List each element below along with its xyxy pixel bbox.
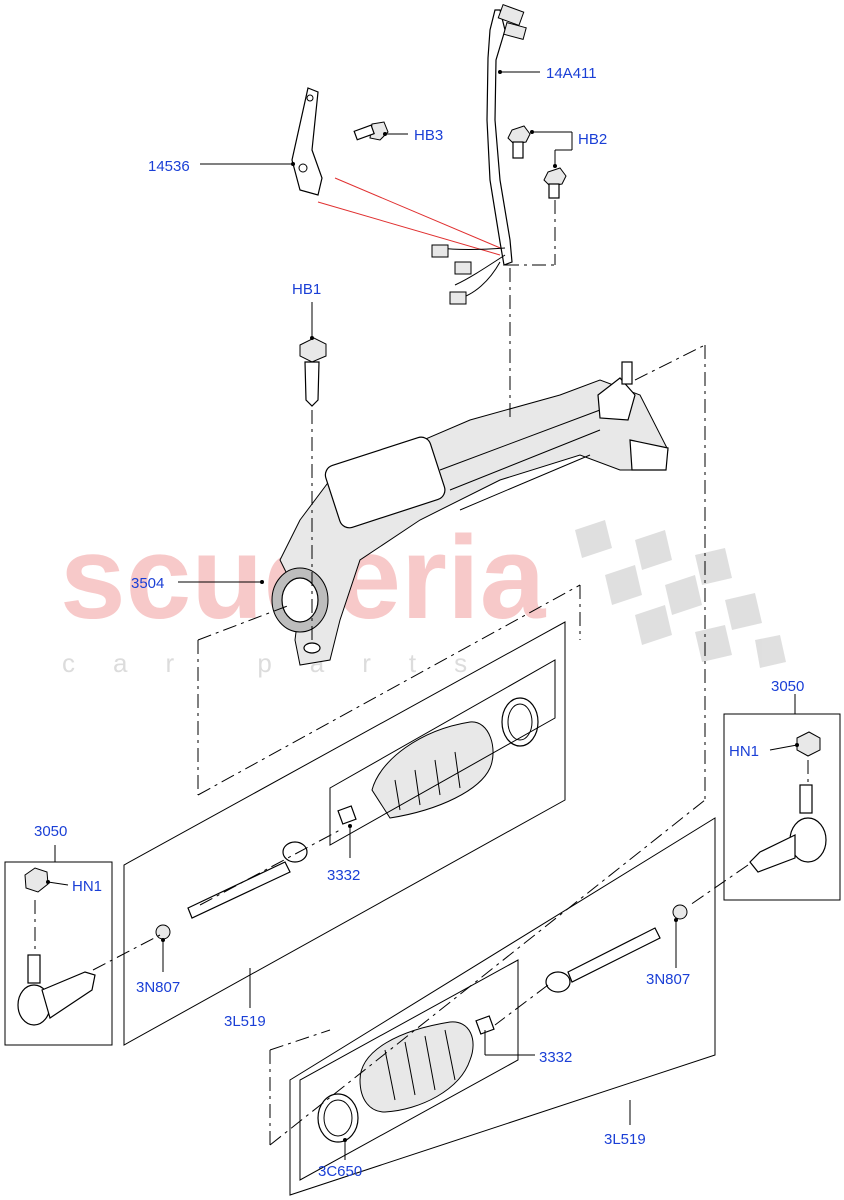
frame-3l519-right: [289, 817, 716, 1196]
part-frames: [4, 621, 841, 1196]
label-gear-assembly: 3504: [131, 575, 164, 592]
checkered-flag-logo: [575, 520, 786, 668]
watermark-tagline: car parts: [62, 648, 505, 678]
label-inner-tie-rod-right: 3L519: [604, 1131, 646, 1148]
label-clip: 3C650: [318, 1163, 362, 1180]
label-boot-upper: 3332: [327, 867, 360, 884]
label-inner-tie-rod-left: 3L519: [224, 1013, 266, 1030]
label-tie-rod-end-left: 3050: [34, 823, 67, 840]
inner-tie-rod-left: [155, 841, 308, 940]
boot-assembly-upper: [337, 697, 539, 825]
label-nut-hn1-left: HN1: [72, 878, 102, 895]
watermark: scuderia car parts: [60, 512, 786, 678]
frame-3332-lower: [299, 959, 519, 1181]
bolt-hb3: [353, 121, 389, 141]
leader-lines: [46, 70, 799, 1160]
harness-connector-2: [454, 261, 472, 275]
steering-gear-assembly: [271, 361, 669, 666]
frame-3l519-left: [123, 621, 566, 1046]
label-bolt-hb1: HB1: [292, 281, 321, 298]
frame-3332-upper: [329, 659, 556, 846]
label-bolt-hb3: HB3: [414, 127, 443, 144]
bolt-hb2-upper: [507, 125, 531, 159]
label-bolt-hb2: HB2: [578, 131, 607, 148]
wiring-harness: [431, 4, 527, 305]
harness-connector-1: [431, 244, 449, 258]
label-harness: 14A411: [546, 65, 597, 82]
harness-connector-3: [449, 291, 467, 305]
tie-rod-end-left: [17, 867, 96, 1026]
label-bracket: 14536: [148, 158, 190, 175]
label-boot-lower: 3332: [539, 1049, 572, 1066]
red-leader-line-2: [317, 201, 501, 256]
label-nut-right: 3N807: [646, 971, 690, 988]
label-tie-rod-end-right: 3050: [771, 678, 804, 695]
red-leader-line-1: [334, 177, 506, 251]
bolt-hb1: [299, 337, 327, 407]
bolt-hb2-lower: [543, 167, 567, 199]
frame-3050-right: [723, 713, 841, 901]
label-nut-hn1-right: HN1: [729, 743, 759, 760]
tie-rod-end-right: [749, 731, 827, 873]
callout-labels: 14A411 HB3 HB2 14536 HB1 3504 3050 HN1 3…: [34, 65, 804, 1180]
centerlines: [34, 200, 809, 1146]
boot-assembly-lower: [317, 1015, 495, 1143]
inner-tie-rod-right: [545, 904, 688, 993]
label-nut-left: 3N807: [136, 979, 180, 996]
bracket: [291, 87, 323, 196]
frame-3050-left: [4, 861, 113, 1046]
